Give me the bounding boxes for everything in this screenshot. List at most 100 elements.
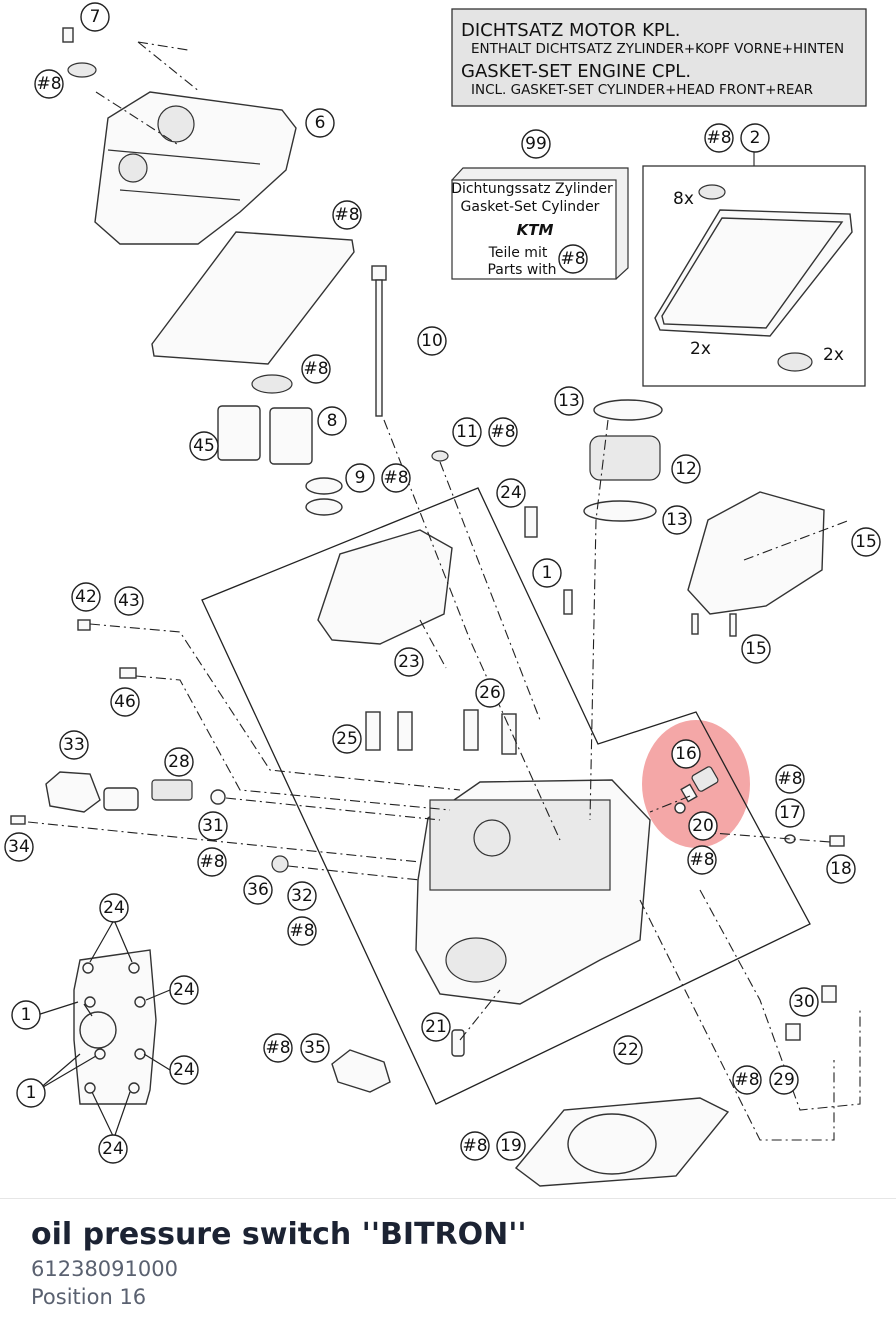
callout-20[interactable]: 20 xyxy=(688,811,718,841)
callout-33[interactable]: 33 xyxy=(59,730,89,760)
callout-1b[interactable]: 1 xyxy=(11,1000,41,1030)
callout-34[interactable]: 34 xyxy=(4,832,34,862)
callout-26[interactable]: 26 xyxy=(475,678,505,708)
callout-8k[interactable]: #8 xyxy=(287,916,317,946)
callout-8n[interactable]: #8 xyxy=(460,1131,490,1161)
svg-text:#8: #8 xyxy=(706,128,731,148)
fitting-46 xyxy=(119,667,137,679)
svg-text:9: 9 xyxy=(355,468,366,488)
callout-46[interactable]: 46 xyxy=(110,687,140,717)
callout-24d[interactable]: 24 xyxy=(169,1055,199,1085)
callout-42[interactable]: 42 xyxy=(71,582,101,612)
callout-28[interactable]: 28 xyxy=(164,747,194,777)
svg-text:25: 25 xyxy=(336,729,358,749)
svg-text:28: 28 xyxy=(168,752,190,772)
cylinder-head-deck xyxy=(429,799,611,891)
svg-text:11: 11 xyxy=(456,422,478,442)
callout-25[interactable]: 25 xyxy=(332,724,362,754)
svg-text:#8: #8 xyxy=(289,921,314,941)
callout-1c[interactable]: 1 xyxy=(16,1078,46,1108)
callout-8e[interactable]: 8 xyxy=(317,406,347,436)
bolt-hole-d xyxy=(134,996,146,1008)
intake-flange-12 xyxy=(589,435,661,481)
svg-text:8: 8 xyxy=(327,411,338,431)
callout-8d[interactable]: #8 xyxy=(301,354,331,384)
callout-11[interactable]: 11 xyxy=(452,417,482,447)
callout-31[interactable]: 31 xyxy=(198,811,228,841)
callout-24b[interactable]: 24 xyxy=(99,893,129,923)
bolt-plate-bore xyxy=(79,1011,117,1049)
callout-43[interactable]: 43 xyxy=(114,586,144,616)
callout-13b[interactable]: 13 xyxy=(662,505,692,535)
callout-15a[interactable]: 15 xyxy=(851,527,881,557)
callout-10[interactable]: 10 xyxy=(417,326,447,356)
ktm-logo: KTM xyxy=(517,221,554,239)
svg-text:21: 21 xyxy=(425,1017,447,1037)
callout-24e[interactable]: 24 xyxy=(98,1134,128,1164)
callout-29[interactable]: 29 xyxy=(769,1065,799,1095)
svg-text:32: 32 xyxy=(291,886,313,906)
callout-17[interactable]: 17 xyxy=(775,798,805,828)
callout-1a[interactable]: 1 xyxy=(532,558,562,588)
callout-45[interactable]: 45 xyxy=(189,431,219,461)
callout-6[interactable]: 6 xyxy=(305,108,335,138)
callout-19[interactable]: 19 xyxy=(496,1131,526,1161)
svg-text:42: 42 xyxy=(75,587,97,607)
callout-cylinder-box-ref[interactable]: #8 xyxy=(558,244,588,274)
callout-8i[interactable]: #8 xyxy=(197,847,227,877)
callout-16[interactable]: 16 xyxy=(671,739,701,769)
svg-text:7: 7 xyxy=(90,7,101,27)
bolt-1-top xyxy=(563,589,573,615)
svg-text:#8: #8 xyxy=(689,850,714,870)
spark-plug-sleeve-45 xyxy=(217,405,261,461)
svg-text:#8: #8 xyxy=(303,359,328,379)
callout-8a[interactable]: #8 xyxy=(34,69,64,99)
valve-cover-plug-hole xyxy=(157,105,195,143)
svg-text:13: 13 xyxy=(558,391,580,411)
callout-9[interactable]: 9 xyxy=(345,463,375,493)
callout-13a[interactable]: 13 xyxy=(554,386,584,416)
callout-32[interactable]: 32 xyxy=(287,881,317,911)
valve-guide-25b xyxy=(397,711,413,751)
callout-2[interactable]: 2 xyxy=(740,123,770,153)
svg-text:13: 13 xyxy=(666,510,688,530)
svg-text:#8: #8 xyxy=(199,852,224,872)
callout-36[interactable]: 36 xyxy=(243,875,273,905)
qty-2x-seal: 2x xyxy=(823,345,844,365)
callout-8h[interactable]: #8 xyxy=(775,764,805,794)
cylinder-box-line-1: Dichtungssatz Zylinder xyxy=(451,181,613,197)
callout-30[interactable]: 30 xyxy=(789,987,819,1017)
callout-23[interactable]: 23 xyxy=(394,647,424,677)
callout-24a[interactable]: 24 xyxy=(496,478,526,508)
spark-plug-sleeve-8 xyxy=(269,407,313,465)
bolt-10-shaft xyxy=(375,279,383,417)
callout-8j[interactable]: #8 xyxy=(687,845,717,875)
callout-8f[interactable]: #8 xyxy=(488,417,518,447)
callout-22[interactable]: 22 xyxy=(613,1035,643,1065)
svg-text:12: 12 xyxy=(675,459,697,479)
svg-text:1: 1 xyxy=(542,563,553,583)
callout-12[interactable]: 12 xyxy=(671,454,701,484)
svg-text:6: 6 xyxy=(315,113,326,133)
part-position: Position 16 xyxy=(31,1285,147,1309)
svg-text:24: 24 xyxy=(500,483,522,503)
callout-8c[interactable]: #8 xyxy=(704,123,734,153)
callout-7[interactable]: 7 xyxy=(80,2,110,32)
callout-21[interactable]: 21 xyxy=(421,1012,451,1042)
seal-ring-20 xyxy=(674,802,686,814)
callout-35[interactable]: 35 xyxy=(300,1033,330,1063)
callout-15b[interactable]: 15 xyxy=(741,634,771,664)
svg-text:10: 10 xyxy=(421,331,443,351)
callout-99[interactable]: 99 xyxy=(521,129,551,159)
callout-18[interactable]: 18 xyxy=(826,854,856,884)
callout-8b[interactable]: #8 xyxy=(332,200,362,230)
callout-8l[interactable]: #8 xyxy=(263,1033,293,1063)
valve-cover xyxy=(94,91,297,245)
cylinder-box-line-3: Teile mit xyxy=(488,245,548,261)
svg-text:15: 15 xyxy=(855,532,877,552)
valve-guide-25a xyxy=(365,711,381,751)
callout-24c[interactable]: 24 xyxy=(169,975,199,1005)
callout-8g[interactable]: #8 xyxy=(381,463,411,493)
oil-pressure-switch-16[interactable] xyxy=(680,766,719,803)
callout-8m[interactable]: #8 xyxy=(732,1065,762,1095)
